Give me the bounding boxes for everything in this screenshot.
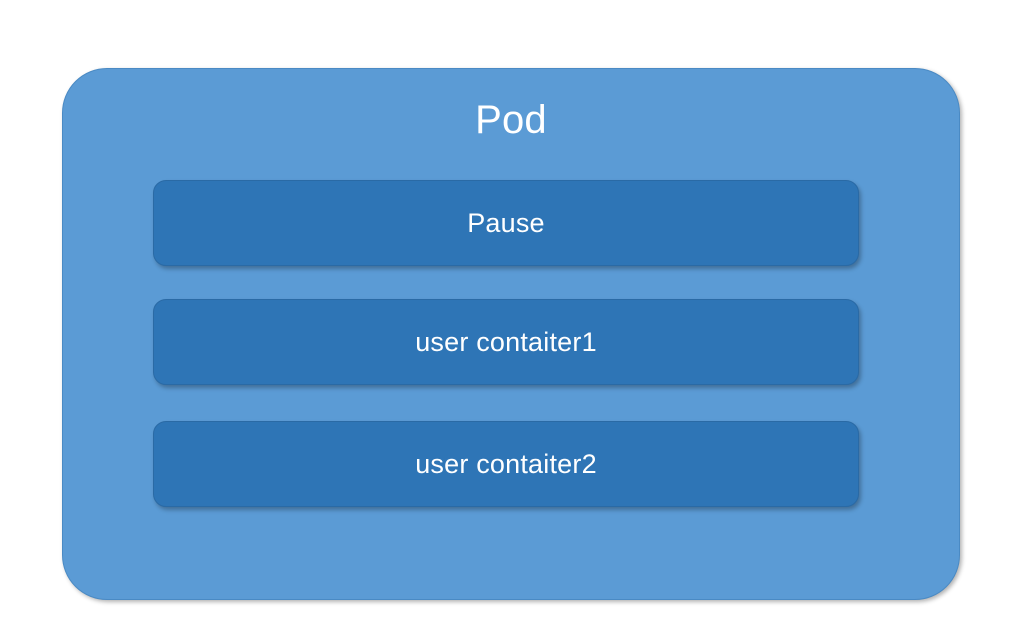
container-label-pause: Pause xyxy=(467,208,545,238)
container-label-user-1: user contaiter1 xyxy=(415,327,597,357)
pod-boundary-box: Pod Pause user contaiter1 user contaiter… xyxy=(62,68,960,600)
container-box-user-1: user contaiter1 xyxy=(153,299,859,385)
container-box-user-2: user contaiter2 xyxy=(153,421,859,507)
pod-title-label: Pod xyxy=(475,98,547,142)
container-box-pause: Pause xyxy=(153,180,859,266)
container-label-user-2: user contaiter2 xyxy=(415,449,597,479)
